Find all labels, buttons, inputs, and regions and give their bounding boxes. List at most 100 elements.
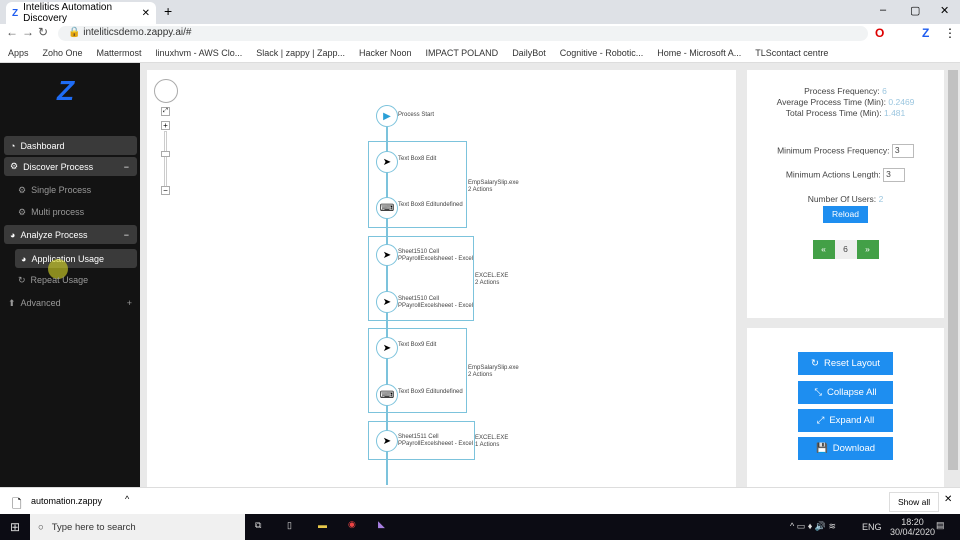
min-frequency-input[interactable]: 3: [891, 144, 914, 158]
file-icon[interactable]: ▯: [287, 520, 292, 530]
cursor-icon: ➤: [382, 296, 392, 308]
taskbar-search[interactable]: ○Type here to search: [30, 514, 245, 540]
zoom-slider-handle[interactable]: [161, 151, 170, 157]
sidebar-item-single-process[interactable]: ⚙Single Process: [18, 185, 91, 196]
bookmark[interactable]: Apps: [8, 47, 29, 58]
zoom-in-button[interactable]: +: [161, 121, 170, 130]
next-page-button[interactable]: »: [856, 240, 879, 259]
sidebar-item-advanced[interactable]: ⬆ Advanced +: [8, 298, 136, 309]
reload-page-button[interactable]: ↻: [38, 25, 49, 39]
reset-layout-button[interactable]: ↻Reset Layout: [798, 352, 893, 375]
bookmark[interactable]: linuxhvm - AWS Clo...: [155, 47, 243, 58]
keyboard-icon: ⌨: [379, 389, 395, 401]
menu-icon[interactable]: ⋮: [944, 26, 956, 40]
zoom-slider[interactable]: [164, 131, 167, 187]
bookmark[interactable]: Home - Microsoft A...: [657, 47, 742, 58]
forward-button[interactable]: →: [22, 25, 34, 39]
sidebar-item-multi-process[interactable]: ⚙Multi process: [18, 207, 84, 218]
close-window-button[interactable]: ✕: [940, 5, 950, 17]
node-label: Text Box8 Editundefined: [398, 202, 463, 208]
app-group[interactable]: [368, 328, 467, 413]
save-icon: 💾: [815, 443, 828, 454]
expand-icon: ⤢: [816, 415, 825, 426]
app-group[interactable]: [368, 421, 475, 460]
minimize-button[interactable]: –: [880, 4, 887, 16]
expand-icon: +: [126, 298, 132, 308]
chrome-icon[interactable]: ◉: [348, 519, 356, 529]
windows-start-icon[interactable]: ⊞: [10, 520, 21, 534]
chevron-up-icon[interactable]: ^: [125, 494, 130, 504]
bookmark[interactable]: Slack | zappy | Zapp...: [256, 47, 345, 58]
sidebar-item-application-usage[interactable]: ◕Application Usage: [15, 249, 137, 268]
app-group[interactable]: [368, 236, 474, 321]
show-all-button[interactable]: Show all: [889, 492, 940, 512]
app-group[interactable]: [368, 141, 467, 228]
collapse-icon[interactable]: −: [123, 161, 129, 172]
close-icon[interactable]: ✕: [944, 494, 953, 505]
sidebar-item-repeat-usage[interactable]: ↻Repeat Usage: [18, 275, 88, 286]
label: Advanced: [20, 298, 61, 308]
opera-icon[interactable]: O: [875, 26, 885, 40]
bookmark[interactable]: DailyBot: [512, 47, 546, 58]
click-node[interactable]: ➤: [376, 151, 398, 173]
download-item[interactable]: automation.zappy: [31, 496, 103, 506]
bookmark[interactable]: IMPACT POLAND: [425, 47, 499, 58]
min-actions-length-input[interactable]: 3: [883, 168, 906, 182]
number-of-users: Number Of Users: 2: [807, 194, 884, 204]
bookmark[interactable]: TLScontact centre: [755, 47, 829, 58]
cursor-highlight: [48, 259, 68, 279]
explorer-icon[interactable]: ▬: [318, 520, 327, 530]
keyboard-node[interactable]: ⌨: [376, 197, 398, 219]
prev-page-button[interactable]: «: [812, 240, 835, 259]
keyboard-node[interactable]: ⌨: [376, 384, 398, 406]
collapse-all-button[interactable]: ⤡Collapse All: [798, 381, 893, 404]
back-button[interactable]: ←: [6, 25, 18, 39]
arrow-up-icon: ⬆: [8, 298, 16, 308]
download-button[interactable]: 💾Download: [798, 437, 893, 460]
sidebar-item-discover-process[interactable]: ⚙Discover Process−: [4, 157, 137, 176]
sidebar: Z ◔Dashboard ⚙Discover Process− ⚙Single …: [0, 63, 140, 487]
actions-panel: ↻Reset Layout ⤡Collapse All ⤢Expand All …: [747, 328, 944, 487]
maximize-button[interactable]: ▢: [910, 5, 921, 17]
bookmark[interactable]: Zoho One: [42, 47, 83, 58]
bookmark[interactable]: Cognitive - Robotic...: [559, 47, 644, 58]
dashboard-icon: ◔: [10, 140, 16, 151]
process-flow-canvas[interactable]: [147, 70, 736, 487]
pan-control[interactable]: [154, 79, 178, 103]
task-view-icon[interactable]: ⧉: [255, 520, 262, 530]
browser-tab[interactable]: Z Intelitics Automation Discovery ✕: [6, 2, 156, 24]
bookmark[interactable]: Hacker Noon: [358, 47, 412, 58]
new-tab-button[interactable]: +: [164, 3, 173, 19]
zappy-extension-icon[interactable]: Z: [922, 26, 930, 40]
language-indicator[interactable]: ENG: [862, 522, 882, 532]
notifications-icon[interactable]: ▤: [936, 520, 945, 530]
process-start-node[interactable]: ▶: [376, 105, 398, 127]
url-input[interactable]: 🔒 inteliticsdemo.zappy.ai/#: [58, 26, 868, 41]
node-label: Text Box8 Edit: [398, 156, 437, 162]
collapse-icon[interactable]: −: [123, 229, 129, 240]
zoom-out-button[interactable]: −: [161, 186, 170, 195]
reload-button[interactable]: Reload: [823, 206, 868, 223]
system-tray-icons[interactable]: ^ ▭ ♦ 🔊 ≋: [790, 521, 837, 531]
click-node[interactable]: ➤: [376, 244, 398, 266]
bookmark[interactable]: Mattermost: [96, 47, 142, 58]
sidebar-item-dashboard[interactable]: ◔Dashboard: [4, 136, 137, 155]
expand-all-button[interactable]: ⤢Expand All: [798, 409, 893, 432]
close-tab-icon[interactable]: ✕: [141, 7, 150, 19]
scrollbar[interactable]: [948, 70, 958, 470]
keyboard-icon: ⌨: [379, 202, 395, 214]
fit-icon[interactable]: ⤢: [161, 107, 170, 116]
sidebar-item-analyze-process[interactable]: ◕Analyze Process−: [4, 225, 137, 244]
click-node[interactable]: ➤: [376, 337, 398, 359]
node-label: Text Box9 Edit: [398, 342, 437, 348]
click-node[interactable]: ➤: [376, 291, 398, 313]
visual-studio-icon[interactable]: ◣: [378, 519, 385, 529]
click-node[interactable]: ➤: [376, 430, 398, 452]
current-page[interactable]: 6: [834, 240, 857, 259]
zappy-favicon-icon: Z: [12, 7, 19, 19]
refresh-icon: ↻: [18, 275, 26, 285]
